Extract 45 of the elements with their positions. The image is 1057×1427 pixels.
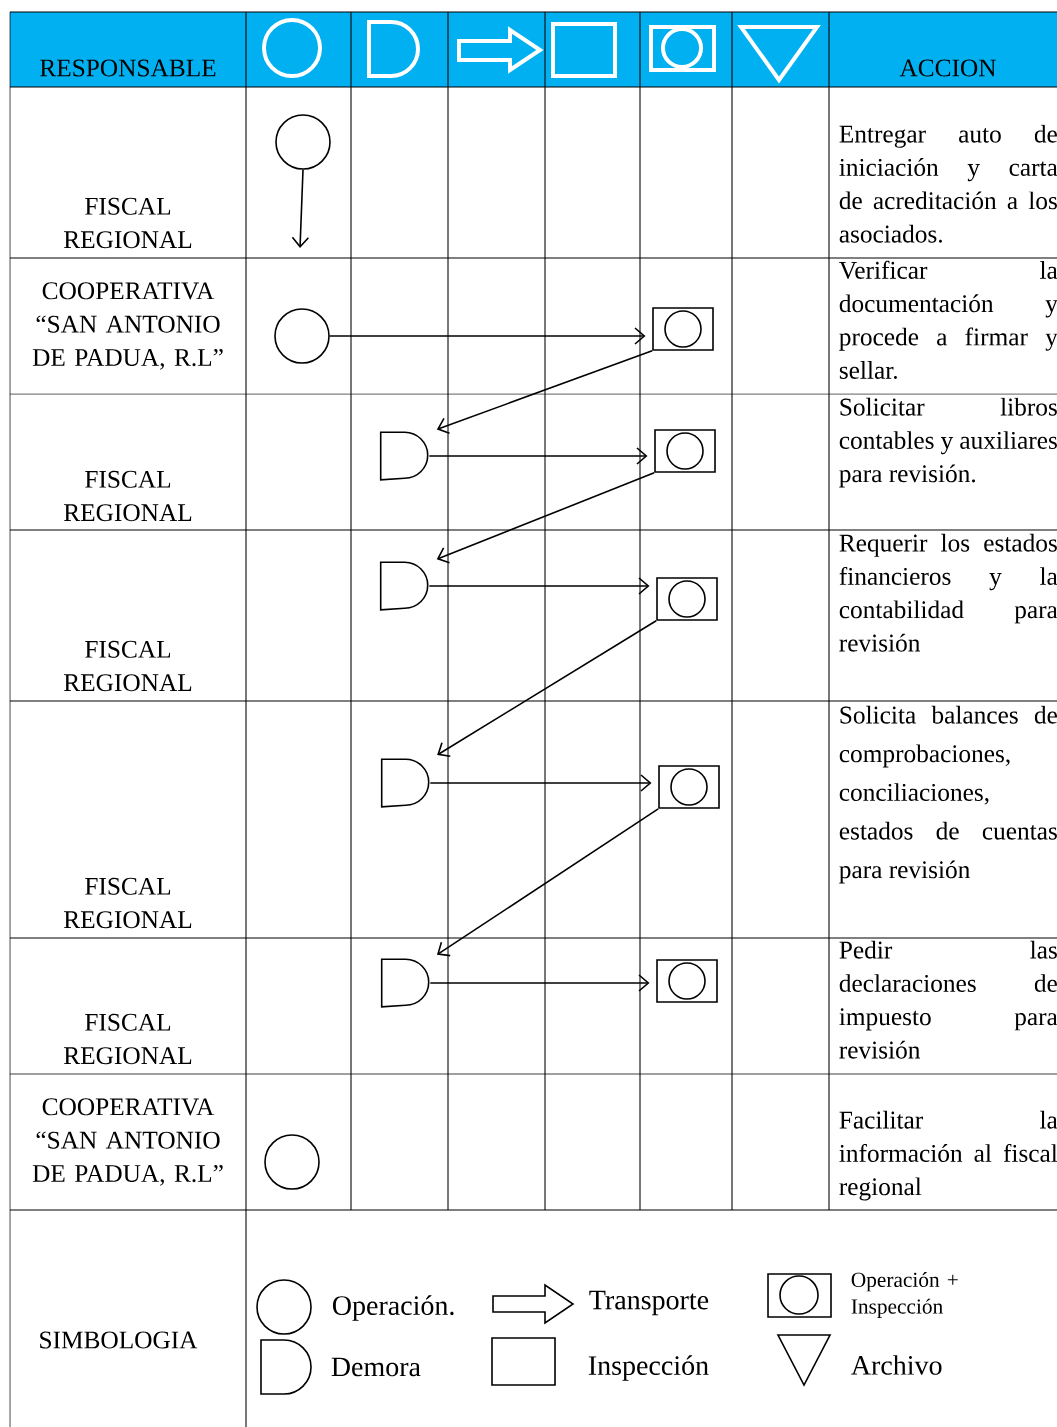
arrow xyxy=(437,620,657,758)
arrow xyxy=(428,577,650,595)
arrow xyxy=(291,169,310,248)
table-cell: COOPERATIVA “SAN ANTONIO DE PADUA, R.L” xyxy=(32,1098,223,1186)
legend-text: Demora xyxy=(331,1357,421,1377)
operation-inspection-symbol xyxy=(656,959,718,1003)
arrow xyxy=(429,774,652,792)
table-cell: Solicitar libros contables y auxiliares para revisión. xyxy=(839,397,1057,488)
operation-inspection-symbol xyxy=(652,307,714,351)
table-cell: FISCAL REGIONAL xyxy=(64,877,192,929)
legend-text: Operación + Inspección xyxy=(851,1272,958,1319)
table-cell: FISCAL REGIONAL xyxy=(64,1013,192,1065)
operation-inspection-symbol xyxy=(654,429,716,473)
legend-text: Operación. xyxy=(332,1295,454,1321)
arrow xyxy=(436,350,653,435)
column-header: ACCION xyxy=(899,59,996,77)
arrow xyxy=(437,808,659,957)
legend-text: Inspección xyxy=(588,1355,709,1381)
column-header: RESPONSABLE xyxy=(40,59,216,77)
circle-symbol xyxy=(274,308,330,364)
legend-text: Archivo xyxy=(851,1355,942,1375)
arrow xyxy=(429,974,650,992)
arrow xyxy=(436,472,655,564)
table-cell: FISCAL REGIONAL xyxy=(64,197,192,249)
table-cell: Requerir los estados financieros y la contabilidad para revisión xyxy=(839,533,1057,652)
delay-symbol xyxy=(380,758,430,808)
table-cell: Pedir las declaraciones de impuesto para revisión xyxy=(839,940,1057,1059)
operation-inspection-symbol xyxy=(658,765,720,809)
table-cell: SIMBOLOGIA xyxy=(40,1331,198,1349)
operation-inspection-symbol xyxy=(656,577,718,621)
delay-symbol xyxy=(379,561,429,611)
table-cell: Entregar auto de iniciación y carta de acreditación a los asociados. xyxy=(839,124,1057,243)
circle-symbol xyxy=(264,1134,320,1190)
table-cell: COOPERATIVA “SAN ANTONIO DE PADUA, R.L” xyxy=(32,282,223,370)
arrow xyxy=(428,447,648,465)
table-cell: Verificar la documentación y procede a firmar y sellar. xyxy=(839,260,1057,379)
delay-symbol xyxy=(380,958,430,1008)
circle-symbol xyxy=(275,114,331,170)
table-cell: FISCAL REGIONAL xyxy=(64,640,192,692)
table-cell: FISCAL REGIONAL xyxy=(64,470,192,522)
table-cell: Facilitar la información al fiscal regional xyxy=(839,1110,1057,1201)
legend-text: Transporte xyxy=(589,1290,709,1316)
arrow xyxy=(329,327,646,345)
delay-symbol xyxy=(379,431,429,481)
table-cell: Solicita balances de comprobaciones, conciliaciones, estados de cuentas para revisión xyxy=(839,705,1057,884)
